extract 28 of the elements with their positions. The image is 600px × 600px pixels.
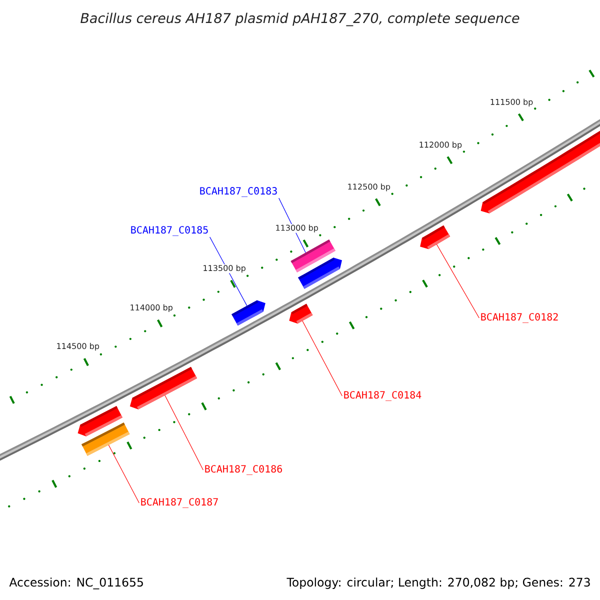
gene-block <box>130 366 198 410</box>
gene-label: BCAH187_C0186 <box>205 465 282 475</box>
leader-line <box>164 395 204 470</box>
gene-label: BCAH187_C0183 <box>200 187 277 197</box>
tick-label: 111500 bp <box>489 98 534 107</box>
gene-label: BCAH187_C0185 <box>131 226 208 236</box>
title: Bacillus cereus AH187 plasmid pAH187_270, complete sequence <box>80 12 520 26</box>
gene-block <box>298 258 342 289</box>
leader-line <box>210 236 248 306</box>
tick-label: 114000 bp <box>129 304 174 313</box>
tick-label: 113500 bp <box>202 264 246 274</box>
tick-label: 113000 bp <box>274 224 319 233</box>
tick-label: 112000 bp <box>418 141 463 150</box>
gene-block <box>289 304 313 324</box>
tick-label: 112500 bp <box>346 182 392 192</box>
gene-label: BCAH187_C0184 <box>344 391 422 401</box>
gene-label: BCAH187_C0182 <box>481 313 558 323</box>
gene-block <box>420 225 450 250</box>
leader-line <box>108 444 140 504</box>
gene-block <box>81 422 130 456</box>
gene-block <box>232 300 266 326</box>
leader-line <box>302 320 342 396</box>
footer-text: Accession: NC_011655 <box>9 578 143 590</box>
leader-line <box>436 244 480 318</box>
tick-label: 114500 bp <box>56 342 100 352</box>
footer-text: Topology: circular; Length: 270,082 bp; Genes: 273 <box>286 578 590 589</box>
gene-block <box>480 130 600 214</box>
gene-label: BCAH187_C0187 <box>141 498 218 508</box>
